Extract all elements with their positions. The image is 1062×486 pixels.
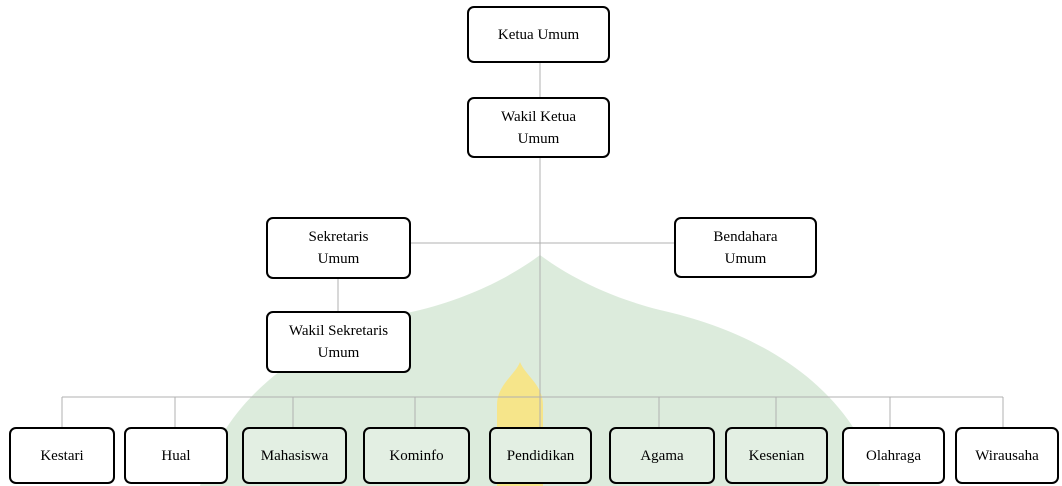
label-division-wirausaha: Wirausaha bbox=[975, 447, 1039, 464]
label-sekretaris-umum: Sekretaris Umum bbox=[308, 229, 369, 267]
box-division-hual: Hual bbox=[124, 427, 228, 484]
box-division-wirausaha: Wirausaha bbox=[955, 427, 1059, 484]
label-division-kestari: Kestari bbox=[40, 447, 84, 464]
label-division-mahasiswa: Mahasiswa bbox=[260, 447, 329, 464]
box-division-pendidikan: Pendidikan bbox=[489, 427, 592, 484]
label-division-kominfo: Kominfo bbox=[389, 447, 444, 464]
box-wakil-sekretaris-umum: Wakil Sekretaris Umum bbox=[266, 311, 411, 373]
label-division-olahraga: Olahraga bbox=[866, 447, 921, 464]
box-division-kestari: Kestari bbox=[9, 427, 115, 484]
box-wakil-ketua-umum: Wakil Ketua Umum bbox=[467, 97, 610, 158]
box-sekretaris-umum: Sekretaris Umum bbox=[266, 217, 411, 279]
box-bendahara-umum: Bendahara Umum bbox=[674, 217, 817, 278]
box-ketua-umum: Ketua Umum bbox=[467, 6, 610, 63]
label-wakil-ketua-umum: Wakil Ketua Umum bbox=[500, 108, 576, 147]
label-bendahara-umum: Bendahara Umum bbox=[713, 228, 778, 267]
box-division-kesenian: Kesenian bbox=[725, 427, 828, 484]
box-division-olahraga: Olahraga bbox=[842, 427, 945, 484]
label-ketua-umum: Ketua Umum bbox=[497, 26, 580, 43]
label-division-hual: Hual bbox=[161, 447, 191, 464]
box-division-kominfo: Kominfo bbox=[363, 427, 470, 484]
label-division-agama: Agama bbox=[640, 447, 684, 464]
label-division-kesenian: Kesenian bbox=[748, 447, 805, 464]
label-wakil-sekretaris-umum: Wakil Sekretaris Umum bbox=[288, 323, 389, 361]
label-division-pendidikan: Pendidikan bbox=[506, 447, 575, 464]
box-division-mahasiswa: Mahasiswa bbox=[242, 427, 347, 484]
box-division-agama: Agama bbox=[609, 427, 715, 484]
